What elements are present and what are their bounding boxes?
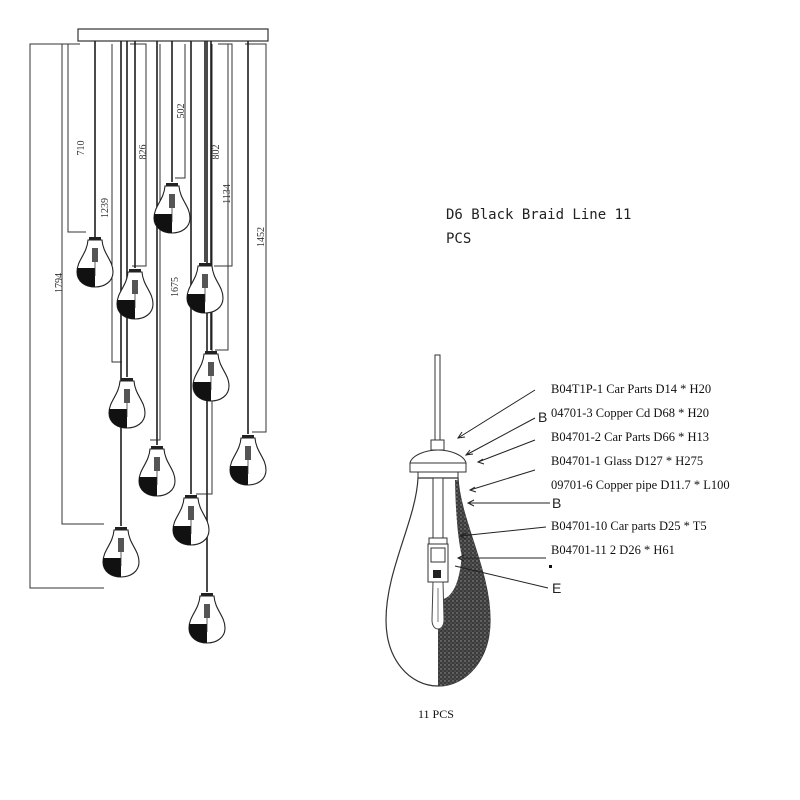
pendant-detail: B B E	[385, 354, 561, 687]
dim-label: 802	[211, 145, 222, 160]
dim-label: 1452	[256, 227, 267, 247]
pendant-bulb	[172, 495, 209, 548]
part-label: B04701-11 2 D26 * H61	[551, 543, 675, 557]
dim-label: 826	[138, 145, 149, 160]
pendant-bulb	[153, 183, 190, 236]
part-label: B04701-10 Car parts D25 * T5	[551, 519, 707, 533]
dim-label: 710	[76, 141, 87, 156]
ceiling-canopy	[77, 28, 269, 42]
marker-b: B	[538, 409, 547, 425]
part-label: B04701-1 Glass D127 * H275	[551, 454, 703, 468]
pendant-bulb	[229, 435, 266, 488]
pendant-bulb	[108, 378, 145, 431]
pendant-bulb	[188, 593, 225, 646]
hanging-rod	[434, 354, 441, 441]
dim-label: 502	[176, 104, 187, 119]
marker-b: B	[552, 495, 561, 511]
marker-e: E	[552, 580, 561, 596]
parts-list: B04T1P-1 Car Parts D14 * H20 04701-3 Cop…	[551, 382, 730, 557]
pendant-bulb	[192, 351, 229, 404]
product-title-cont: PCS	[446, 231, 471, 247]
part-label: B04T1P-1 Car Parts D14 * H20	[551, 382, 711, 396]
quantity-label: 11 PCS	[418, 707, 454, 721]
product-title: D6 Black Braid Line 11	[446, 207, 631, 223]
part-label: 09701-6 Copper pipe D11.7 * L100	[551, 478, 730, 492]
leader-lines	[454, 389, 550, 589]
dim-label: 1239	[100, 198, 111, 218]
copper-cap	[409, 449, 467, 464]
pendant-bulb	[76, 237, 113, 290]
dim-label: 1675	[170, 277, 181, 297]
pendant-bulb	[138, 446, 175, 499]
part-label: B04701-2 Car Parts D66 * H13	[551, 430, 709, 444]
pendant-cords	[94, 41, 249, 592]
dim-label: 1794	[54, 273, 65, 293]
pendant-bulb	[102, 527, 139, 580]
dimension-lines	[29, 43, 267, 589]
part-label: 04701-3 Copper Cd D68 * H20	[551, 406, 709, 420]
dim-label: 1134	[222, 184, 233, 204]
chandelier-cluster: 710 1239 1794 826 1675 502 802 1134 1452	[29, 28, 269, 646]
